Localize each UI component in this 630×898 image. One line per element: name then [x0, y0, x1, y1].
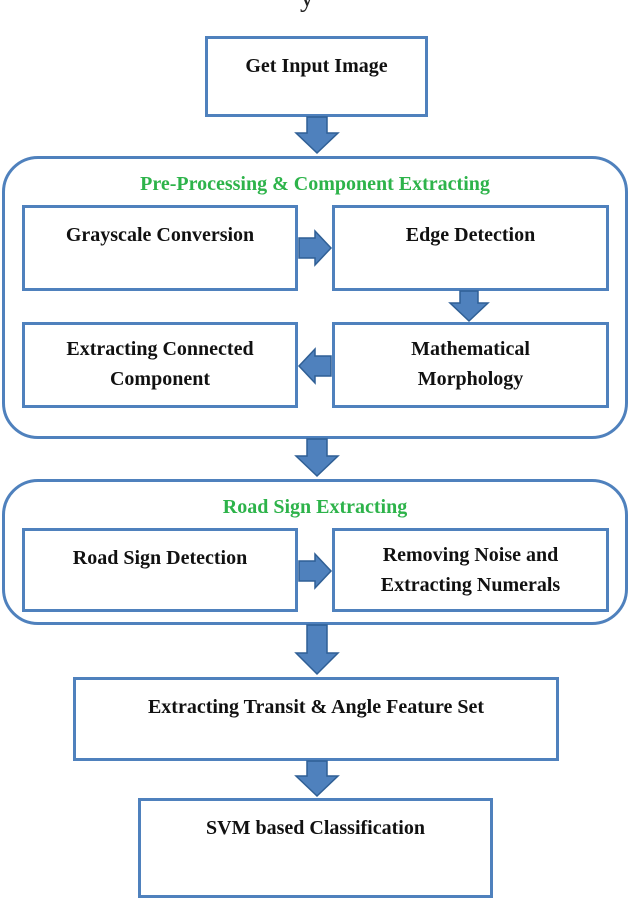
arrow-morphology-to-component — [297, 347, 332, 385]
node-extracting-connected-component: Extracting Connected Component — [22, 322, 298, 408]
node-get-input-image: Get Input Image — [205, 36, 428, 117]
node-mathematical-morphology: Mathematical Morphology — [332, 322, 609, 408]
arrow-detection-to-removing — [298, 552, 333, 590]
node-road-sign-detection: Road Sign Detection — [22, 528, 298, 612]
node-edge-detection: Edge Detection — [332, 205, 609, 291]
cropped-text-fragment: y — [300, 0, 360, 12]
arrow-grayscale-to-edge — [298, 229, 333, 267]
arrow-edge-to-morphology — [448, 290, 490, 323]
arrow-preprocessing-to-roadsign — [294, 438, 340, 478]
node-grayscale-conversion: Grayscale Conversion — [22, 205, 298, 291]
arrow-featureset-to-svm — [294, 760, 340, 798]
arrows-layer — [294, 116, 490, 798]
node-extracting-feature-set: Extracting Transit & Angle Feature Set — [73, 677, 559, 761]
group-title-preprocessing: Pre-Processing & Component Extracting — [140, 173, 490, 195]
group-title-road-sign-extracting: Road Sign Extracting — [222, 496, 408, 518]
node-removing-noise: Removing Noise and Extracting Numerals — [332, 528, 609, 612]
arrow-roadsign-to-featureset — [294, 624, 340, 676]
arrow-input-to-preprocessing — [294, 116, 340, 155]
